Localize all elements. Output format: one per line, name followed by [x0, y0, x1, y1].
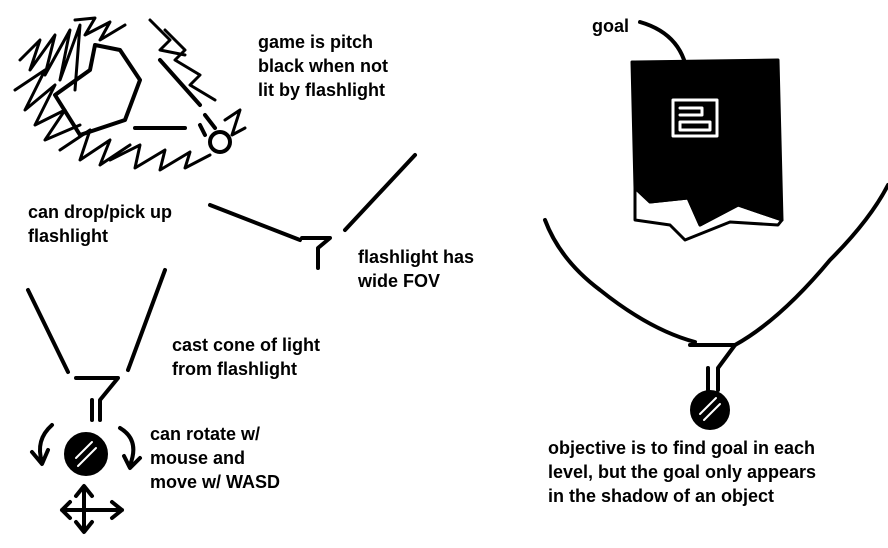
- player-ball: [64, 432, 108, 476]
- rotate-right-arrow: [118, 426, 142, 470]
- flashlight-funnel: [74, 376, 120, 422]
- note-rotate-move: can rotate w/ mouse and move w/ WASD: [150, 424, 281, 492]
- note-wide-fov: flashlight has wide FOV: [358, 247, 475, 291]
- right-ball-scribble: [699, 397, 721, 421]
- fov-right-line: [343, 153, 417, 232]
- right-cone-right: [733, 183, 888, 347]
- goal-icon: [671, 98, 719, 138]
- cone-left-line: [26, 288, 70, 374]
- right-cone-left: [543, 218, 697, 344]
- note-pitch-black: game is pitch black when not lit by flas…: [258, 32, 389, 100]
- note-drop-pickup: can drop/pick up flashlight: [28, 202, 173, 246]
- cone-right-line: [126, 268, 167, 372]
- ball-scribble: [75, 441, 97, 467]
- lit-region: [633, 186, 784, 242]
- right-flashlight: [688, 343, 737, 392]
- goal-scene: [630, 20, 784, 242]
- shadow-line: [158, 58, 202, 107]
- darkness-scene: [13, 16, 247, 172]
- note-cast-cone: cast cone of light from flashlight: [172, 335, 321, 379]
- move-cross-arrows: [60, 484, 124, 534]
- player-light-lines: [198, 113, 217, 137]
- note-objective: objective is to find goal in each level,…: [548, 438, 817, 506]
- right-player-ball: [690, 390, 730, 430]
- obstacle-shape: [53, 43, 142, 137]
- fov-left-line: [208, 203, 302, 242]
- player-with-flashlight: [26, 268, 167, 534]
- flashlight-icon: [300, 236, 332, 270]
- objective-player: [543, 183, 888, 430]
- note-goal: goal: [592, 16, 630, 36]
- wide-fov-flashlight: [208, 153, 417, 270]
- rotate-left-arrow: [30, 423, 54, 466]
- goal-icon-folder: [678, 106, 712, 132]
- small-player-icon: [208, 130, 232, 154]
